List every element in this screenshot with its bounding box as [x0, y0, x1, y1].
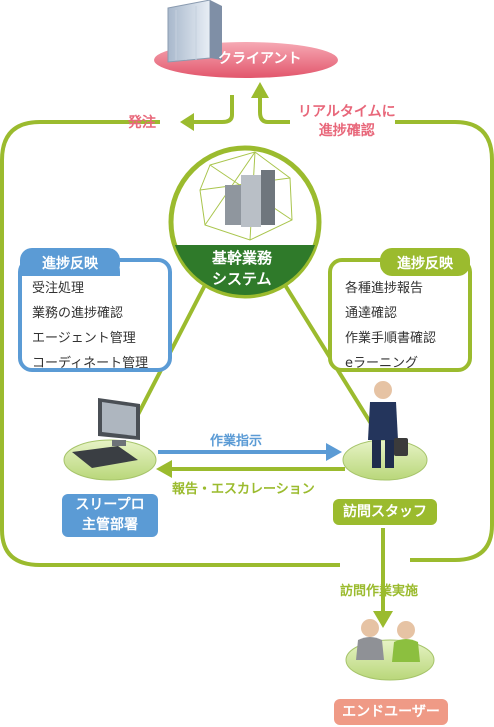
end-user-badge: エンドユーザー — [334, 699, 448, 725]
computer-icon — [72, 398, 140, 468]
right-panel-item: eラーニング — [345, 356, 418, 371]
order-arrow — [180, 113, 194, 131]
work-instruction-label: 作業指示 — [210, 434, 263, 449]
visit-work-label: 訪問作業実施 — [340, 584, 419, 599]
left-panel-item: エージェント管理 — [32, 331, 136, 346]
sleepro-badge: スリープロ 主管部署 — [62, 494, 158, 537]
left-panel-item: コーディネート管理 — [32, 356, 149, 371]
end-user-people-icon — [356, 619, 420, 662]
staff-person-icon — [368, 381, 408, 468]
right-panel-item: 作業手順書確認 — [345, 331, 437, 346]
left-panel-title: 進捗反映 — [42, 256, 98, 272]
right-panel-items: 各種進捗報告 通達確認 作業手順書確認 eラーニング — [345, 276, 436, 376]
report-arrow — [156, 460, 172, 478]
left-panel-item: 受注処理 — [32, 281, 85, 296]
right-panel-tab — [380, 248, 470, 276]
right-loop-line — [395, 120, 494, 562]
sleepro-line2: 主管部署 — [82, 517, 138, 533]
client-label: クライアント — [218, 51, 302, 67]
core-system-label-line1: 基幹業務 — [212, 249, 273, 267]
left-loop-line — [0, 120, 340, 567]
server-icon — [225, 170, 275, 227]
left-panel-item: 業務の進捗確認 — [32, 306, 124, 321]
realtime-label: リアルタイムに 進捗確認 — [298, 104, 396, 139]
right-panel-title: 進捗反映 — [397, 256, 453, 272]
core-system-label-line2: システム — [212, 270, 272, 288]
building-icon — [167, 0, 222, 63]
sleepro-line1: スリープロ — [75, 497, 145, 513]
visit-arrow — [373, 611, 393, 628]
left-panel-items: 受注処理 業務の進捗確認 エージェント管理 コーディネート管理 — [32, 276, 148, 376]
staff-badge: 訪問スタッフ — [333, 499, 437, 525]
order-label: 発注 — [128, 115, 156, 131]
realtime-arrow — [251, 82, 269, 98]
right-panel-item: 通達確認 — [345, 306, 398, 321]
instruction-arrow — [326, 443, 342, 461]
right-panel-item: 各種進捗報告 — [345, 281, 424, 296]
report-label: 報告・エスカレーション — [172, 482, 315, 497]
left-panel-tab — [20, 248, 120, 276]
